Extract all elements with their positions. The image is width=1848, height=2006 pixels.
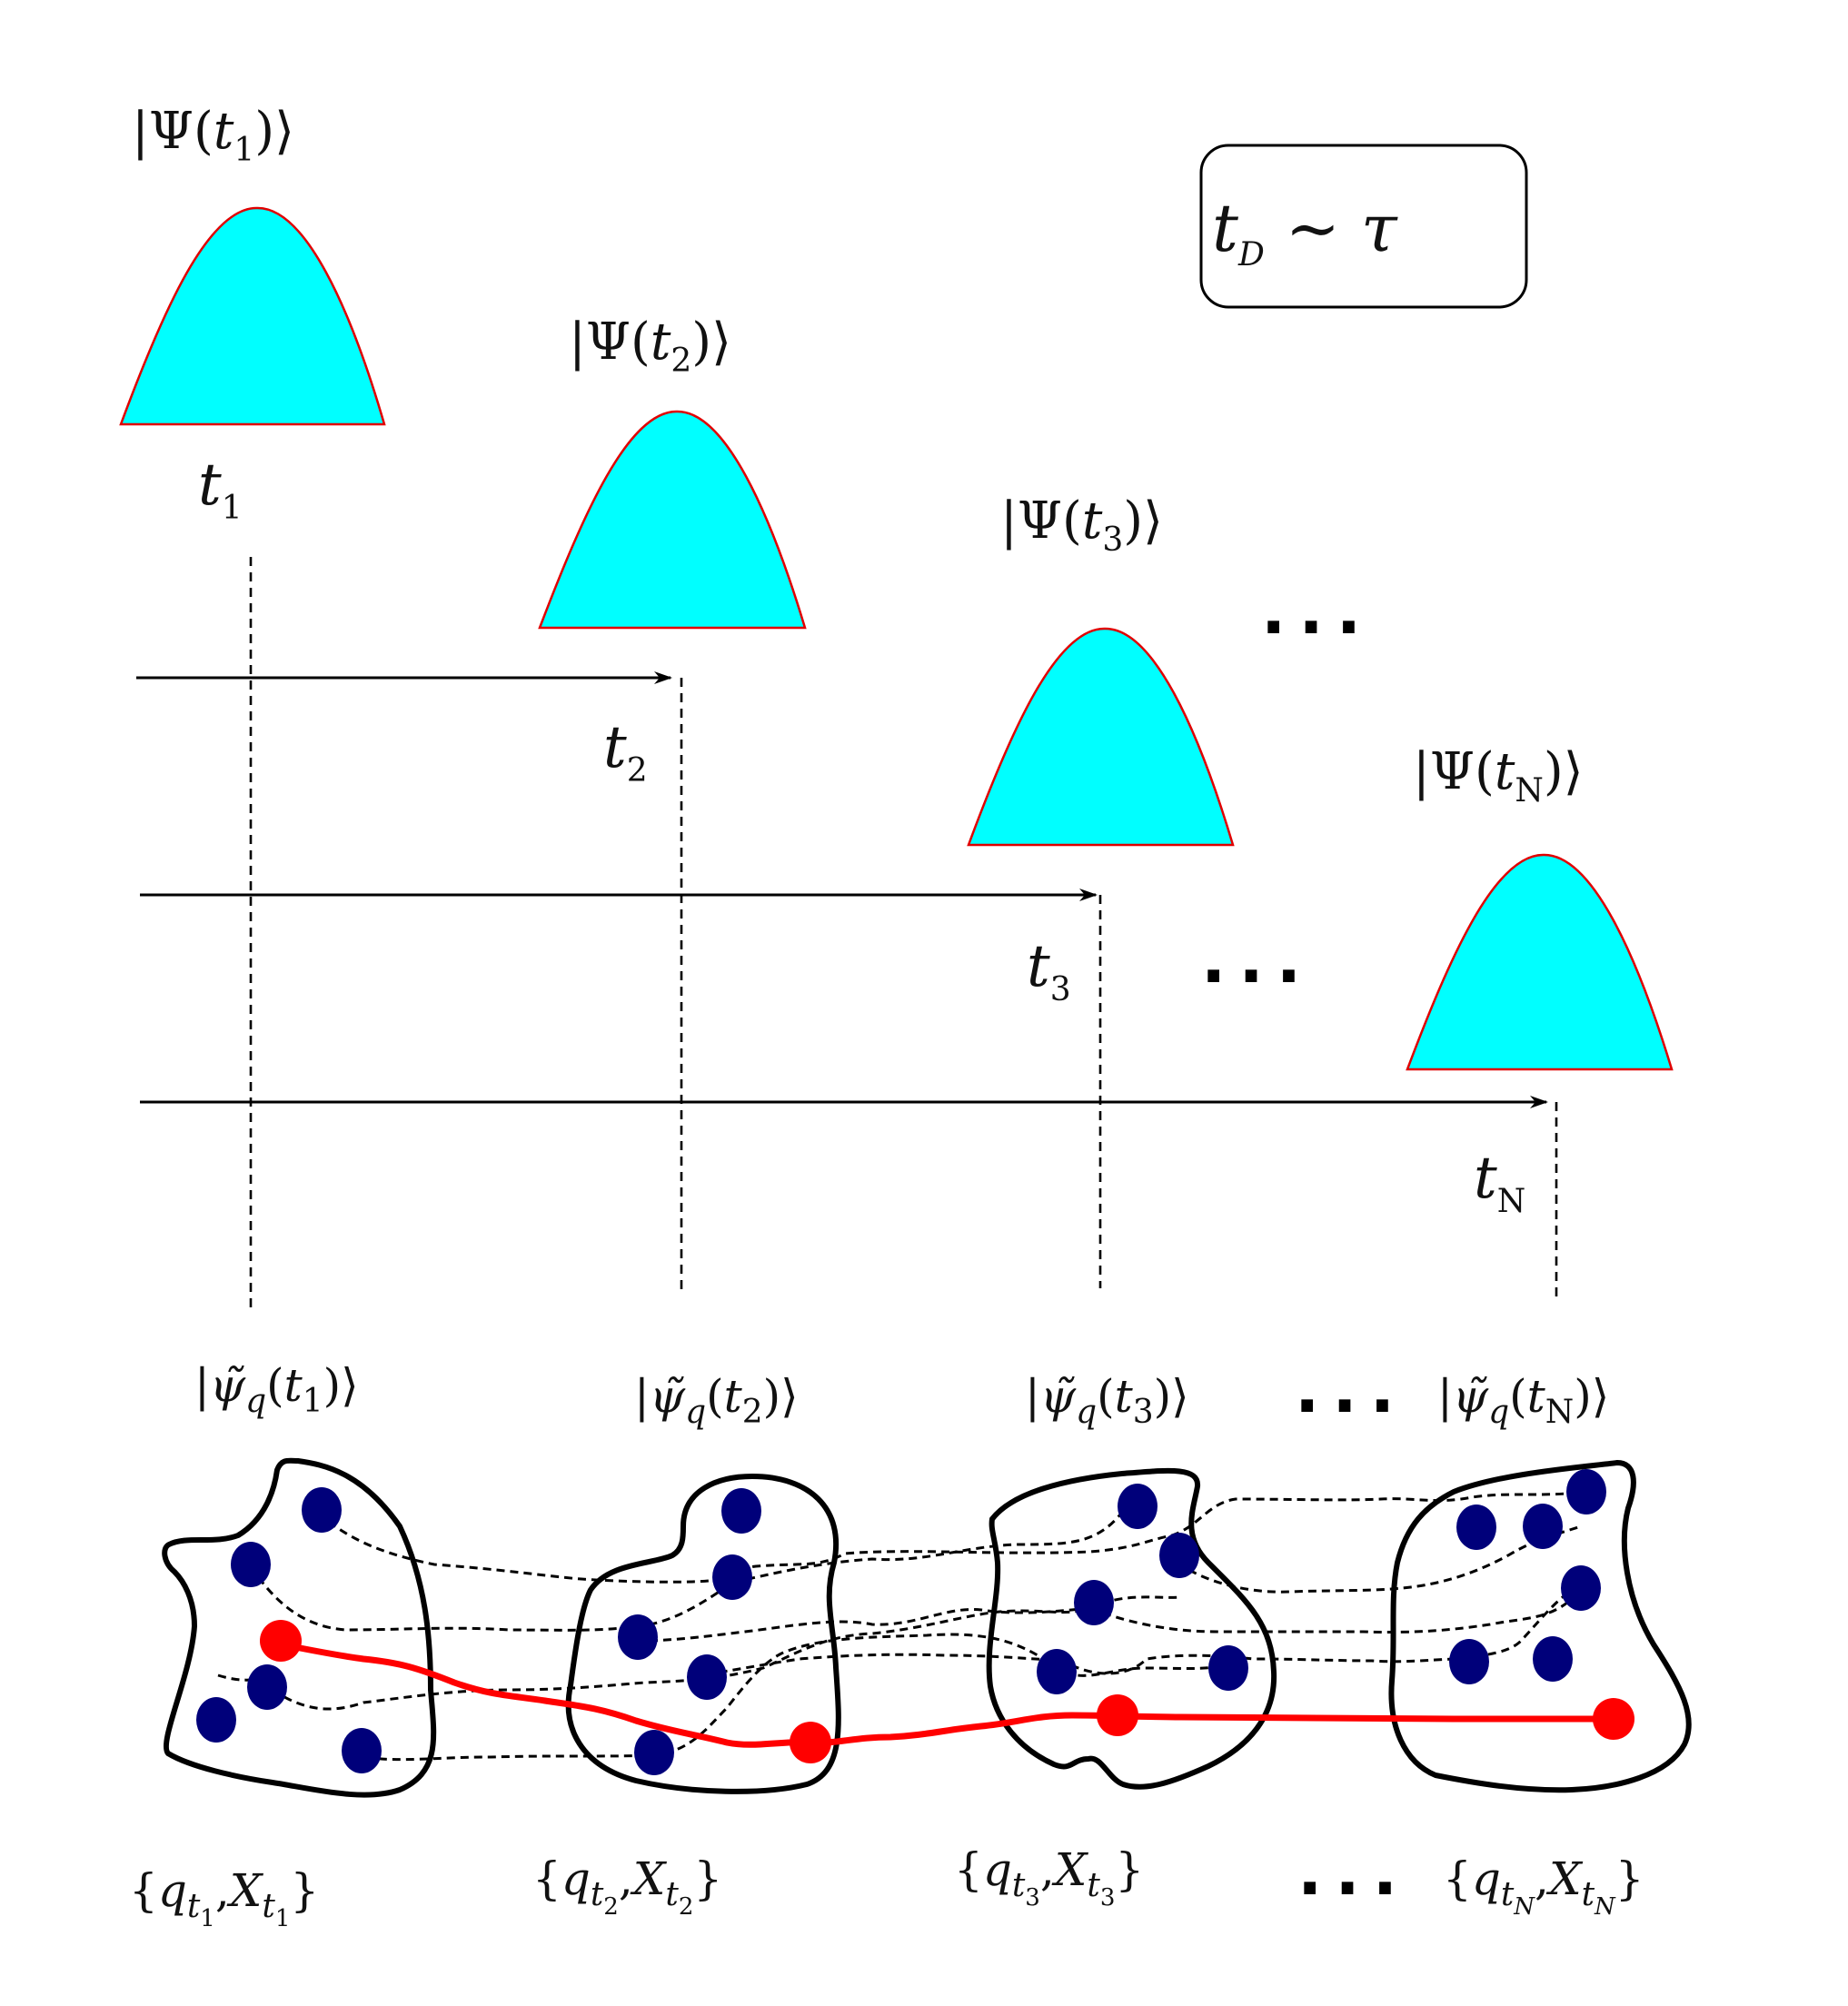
psi-q-ket-t3: |ψ̃q(t3)⟩: [1025, 1370, 1189, 1431]
relation-box-frame: [1199, 144, 1528, 309]
particle: [1037, 1649, 1077, 1694]
ellipsis-kets: ...: [1295, 1351, 1407, 1427]
particle: [1074, 1580, 1114, 1625]
psi-q-ket-tN: |ψ̃q(tN)⟩: [1437, 1370, 1609, 1431]
wave-packets: [119, 206, 1674, 1071]
config-set-t3: {qt3,Xt3}: [954, 1843, 1144, 1912]
particle: [342, 1728, 382, 1773]
blob-t1: [162, 1457, 437, 1798]
trajectory-1: [317, 1490, 1585, 1584]
trajectory-6: [364, 1633, 1222, 1762]
ellipsis-sets: ...: [1297, 1833, 1410, 1910]
time-label-t2: t2: [603, 714, 648, 789]
time-markers: [249, 557, 1558, 1308]
particle: [1118, 1484, 1157, 1529]
time-label-t3: t3: [1027, 933, 1071, 1008]
particle: [1561, 1565, 1601, 1611]
psi-kets: |Ψ(t1)⟩ |Ψ(t2)⟩ |Ψ(t3)⟩ |Ψ(tN)⟩: [132, 102, 1584, 809]
time-arrows: [136, 671, 1548, 1108]
config-set-t1: {qt1,Xt1}: [129, 1864, 319, 1932]
trajectory-5: [635, 1606, 1091, 1643]
particle: [231, 1542, 271, 1587]
particle: [1449, 1639, 1489, 1684]
psi-ket-t1: |Ψ(t1)⟩: [132, 102, 294, 169]
wave-packet-tN: [1406, 853, 1674, 1071]
relation-box-text: tD ∼ τ: [1212, 190, 1398, 273]
time-labels: t1 t2 t3 tN: [198, 452, 1525, 1220]
wave-packet-t1: [119, 206, 386, 426]
particle: [1456, 1504, 1496, 1550]
selected-trajectory-path: [278, 1641, 1617, 1748]
wave-packet-t3: [967, 627, 1235, 847]
selected-particle-t3: [1097, 1694, 1138, 1736]
trajectory-2: [249, 1505, 1128, 1632]
wave-packet-t2: [538, 410, 807, 630]
particle: [1523, 1504, 1563, 1549]
particle: [302, 1487, 342, 1533]
particle: [1159, 1533, 1199, 1578]
psi-ket-t3: |Ψ(t3)⟩: [1000, 492, 1163, 559]
particle: [721, 1488, 761, 1534]
trajectory-4: [1089, 1589, 1583, 1634]
particle: [1566, 1469, 1606, 1514]
psi-q-ket-t2: |ψ̃q(t2)⟩: [634, 1370, 799, 1431]
psi-ket-tN: |Ψ(tN)⟩: [1413, 742, 1584, 809]
relation-box: tD ∼ τ: [1199, 144, 1528, 309]
configuration-sets: {qt1,Xt1} {qt2,Xt2} {qt3,Xt3} ... {qtN,X…: [129, 1833, 1644, 1932]
ellipsis-upper: ...: [1261, 572, 1374, 649]
particles: [196, 1469, 1606, 1775]
time-label-tN: tN: [1474, 1145, 1525, 1220]
blob-t3: [986, 1467, 1277, 1790]
particle: [1533, 1636, 1573, 1682]
config-set-tN: {qtN,XtN}: [1443, 1852, 1644, 1921]
psi-ket-t2: |Ψ(t2)⟩: [569, 313, 731, 380]
selected-trajectory: [260, 1620, 1634, 1763]
particle: [687, 1654, 727, 1700]
particle-trajectories: [217, 1490, 1585, 1762]
particle: [634, 1730, 674, 1775]
psi-q-kets: |ψ̃q(t1)⟩ |ψ̃q(t2)⟩ |ψ̃q(t3)⟩ ... |ψ̃q(t…: [194, 1351, 1609, 1431]
psi-q-ket-t1: |ψ̃q(t1)⟩: [194, 1359, 359, 1420]
config-set-t2: {qt2,Xt2}: [532, 1852, 722, 1921]
selected-particle-tN: [1593, 1698, 1634, 1740]
ellipsis-middle: ...: [1201, 921, 1314, 998]
time-label-t1: t1: [198, 452, 243, 527]
selected-particle-t2: [790, 1722, 831, 1763]
particle: [196, 1697, 236, 1743]
selected-particle-t1: [260, 1620, 302, 1662]
particle: [712, 1554, 752, 1600]
particle: [247, 1664, 287, 1710]
trajectory-8: [1177, 1524, 1582, 1594]
particle: [1208, 1645, 1248, 1691]
particle: [618, 1614, 658, 1660]
